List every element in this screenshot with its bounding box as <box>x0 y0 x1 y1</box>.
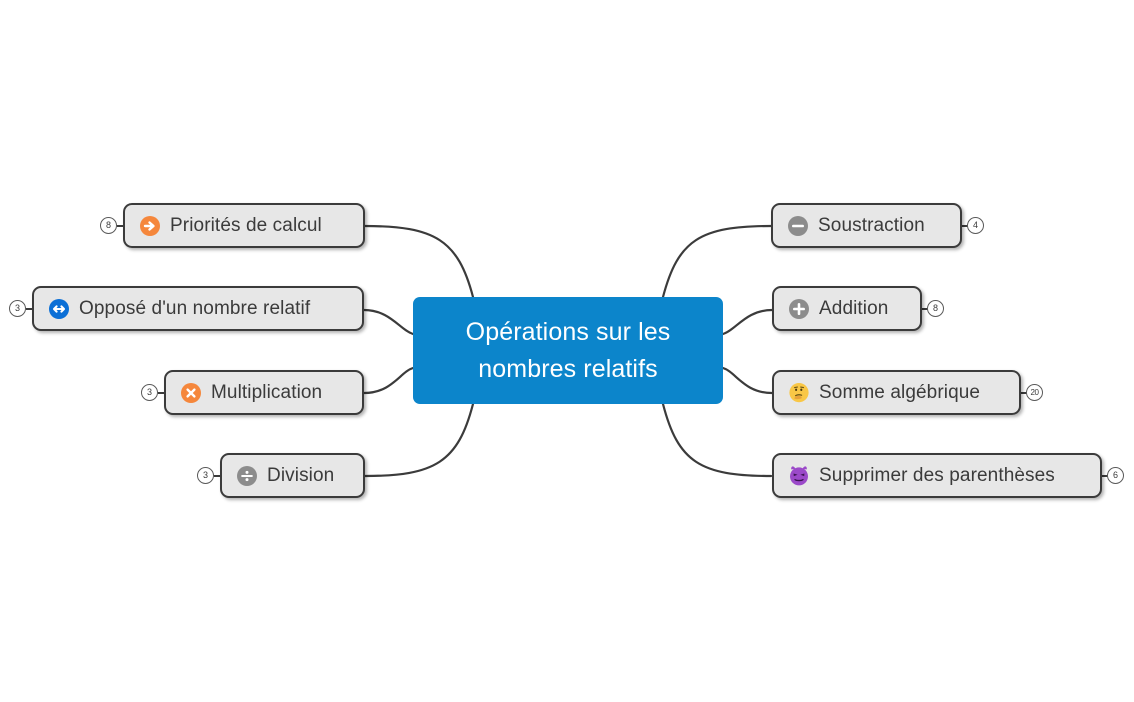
badge-stub-left-1 <box>117 225 127 227</box>
topic-label-supprimer-des-parentheses: Supprimer des parenthèses <box>819 464 1055 486</box>
edge-left-1 <box>363 224 475 299</box>
edge-left-2 <box>362 308 415 336</box>
badge-stub-right-3 <box>1020 392 1030 394</box>
topic-label-priorites-de-calcul: Priorités de calcul <box>170 214 322 236</box>
topic-node-supprimer-des-parentheses[interactable]: Supprimer des parenthèses <box>772 453 1102 498</box>
badge-stub-left-3 <box>158 392 168 394</box>
count-badge-right-4[interactable]: 6 <box>1107 467 1124 484</box>
topic-node-division[interactable]: Division <box>220 453 365 498</box>
topic-node-somme-algebrique[interactable]: Somme algébrique <box>772 370 1021 415</box>
topic-node-addition[interactable]: Addition <box>772 286 922 331</box>
edge-right-1 <box>661 224 773 299</box>
count-badge-right-3-value: 20 <box>1030 387 1039 397</box>
central-node[interactable]: Opérations sur les nombres relatifs <box>413 297 723 404</box>
topic-label-soustraction: Soustraction <box>818 214 925 236</box>
count-badge-right-1-value: 4 <box>972 220 978 230</box>
central-node-label: Opérations sur les nombres relatifs <box>452 314 685 387</box>
count-badge-left-3-value: 3 <box>146 387 152 397</box>
count-badge-right-3[interactable]: 20 <box>1026 384 1043 401</box>
count-badge-right-2[interactable]: 8 <box>927 300 944 317</box>
count-badge-right-4-value: 6 <box>1112 470 1118 480</box>
arrows-horizontal-circle-icon <box>48 298 70 320</box>
plus-circle-icon <box>788 298 810 320</box>
central-node-line-2: nombres relatifs <box>478 354 658 383</box>
badge-stub-left-2 <box>26 308 36 310</box>
edge-right-2 <box>721 308 774 336</box>
edge-right-4 <box>661 402 773 478</box>
topic-node-soustraction[interactable]: Soustraction <box>771 203 962 248</box>
topic-label-multiplication: Multiplication <box>211 381 323 403</box>
count-badge-left-1-value: 8 <box>105 220 111 230</box>
edge-left-3 <box>362 366 415 395</box>
times-circle-icon <box>180 382 202 404</box>
arrow-right-circle-icon <box>139 215 161 237</box>
count-badge-left-4[interactable]: 3 <box>197 467 214 484</box>
topic-label-oppose-dun-nombre-relatif: Opposé d'un nombre relatif <box>79 297 311 319</box>
edge-right-3 <box>721 366 774 395</box>
topic-label-somme-algebrique: Somme algébrique <box>819 381 981 403</box>
count-badge-right-1[interactable]: 4 <box>967 217 984 234</box>
divide-circle-icon <box>236 465 258 487</box>
central-node-line-1: Opérations sur les <box>465 318 671 346</box>
count-badge-right-2-value: 8 <box>932 303 938 313</box>
badge-stub-right-1 <box>961 225 971 227</box>
count-badge-left-4-value: 3 <box>202 470 208 480</box>
topic-node-multiplication[interactable]: Multiplication <box>164 370 364 415</box>
count-badge-left-3[interactable]: 3 <box>141 384 158 401</box>
minus-circle-icon <box>787 215 809 237</box>
count-badge-left-2[interactable]: 3 <box>9 300 26 317</box>
count-badge-left-2-value: 3 <box>14 303 20 313</box>
topic-label-addition: Addition <box>819 297 889 319</box>
badge-stub-left-4 <box>214 475 224 477</box>
badge-stub-right-4 <box>1101 475 1111 477</box>
thinking-face-icon <box>788 382 810 404</box>
badge-stub-right-2 <box>921 308 931 310</box>
topic-node-priorites-de-calcul[interactable]: Priorités de calcul <box>123 203 365 248</box>
topic-node-oppose-dun-nombre-relatif[interactable]: Opposé d'un nombre relatif <box>32 286 364 331</box>
topic-label-division: Division <box>267 464 335 486</box>
edge-left-4 <box>363 402 475 478</box>
count-badge-left-1[interactable]: 8 <box>100 217 117 234</box>
devil-face-icon <box>788 465 810 487</box>
